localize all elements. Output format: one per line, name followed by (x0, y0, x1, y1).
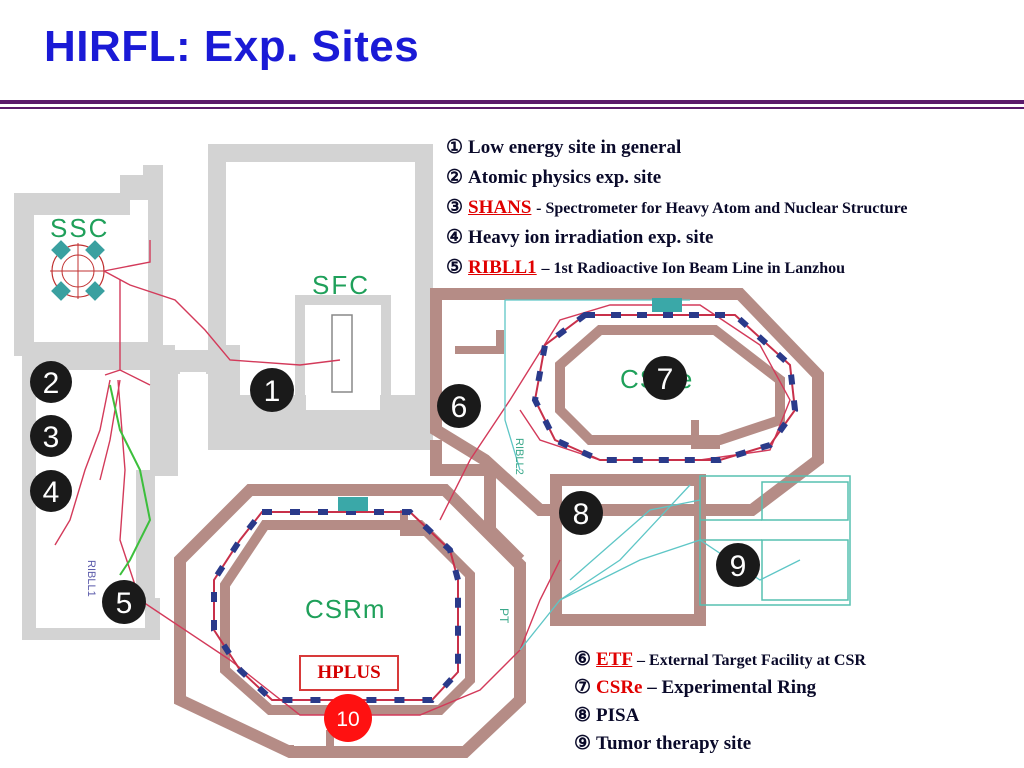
svg-text:8: 8 (573, 498, 590, 531)
csrm-cooler (338, 497, 368, 511)
svg-text:3: 3 (43, 421, 60, 454)
csre-dipoles (531, 312, 799, 463)
csrm-dipoles (211, 509, 461, 703)
svg-text:1: 1 (264, 375, 281, 408)
beam-lines (54, 240, 791, 716)
ssc-label: SSC (50, 213, 109, 243)
wall-details (286, 330, 720, 756)
sfc-vault (295, 295, 391, 421)
ssc-cyclotron (50, 240, 106, 301)
marker-1: 1 (250, 368, 294, 412)
title-rule (0, 100, 1024, 104)
ribll2-label: RIBLL2 (513, 438, 525, 475)
svg-text:9: 9 (730, 550, 747, 583)
ribll1-label: RIBLL1 (85, 560, 97, 597)
marker-10: 10 (324, 694, 372, 742)
svg-text:6: 6 (451, 391, 468, 424)
marker-6: 6 (437, 384, 481, 428)
hplus-label: HPLUS (299, 655, 399, 691)
marker-5: 5 (102, 580, 146, 624)
csrm-label: CSRm (305, 594, 386, 624)
therapy-hall (699, 475, 851, 606)
page-title: HIRFL: Exp. Sites (44, 22, 420, 71)
csrm-inner-wall (220, 520, 475, 715)
sfc-vault-inner (331, 314, 353, 393)
svg-text:7: 7 (657, 363, 674, 396)
svg-text:5: 5 (116, 587, 133, 620)
marker-7: 7 (643, 356, 687, 400)
csre-inner-wall (555, 325, 785, 445)
svg-text:10: 10 (336, 708, 359, 731)
sfc-label: SFC (312, 270, 370, 300)
marker-4: 4 (30, 470, 72, 512)
pt-label: PT (497, 608, 511, 624)
svg-text:4: 4 (43, 476, 60, 509)
svg-text:2: 2 (43, 367, 60, 400)
marker-8: 8 (559, 491, 603, 535)
ribll1-line (109, 384, 152, 576)
marker-9: 9 (716, 543, 760, 587)
csre-cooler (652, 298, 682, 312)
csr-building-walls (174, 288, 824, 758)
marker-2: 2 (30, 361, 72, 403)
title-rule-thin (0, 107, 1024, 109)
marker-3: 3 (30, 415, 72, 457)
